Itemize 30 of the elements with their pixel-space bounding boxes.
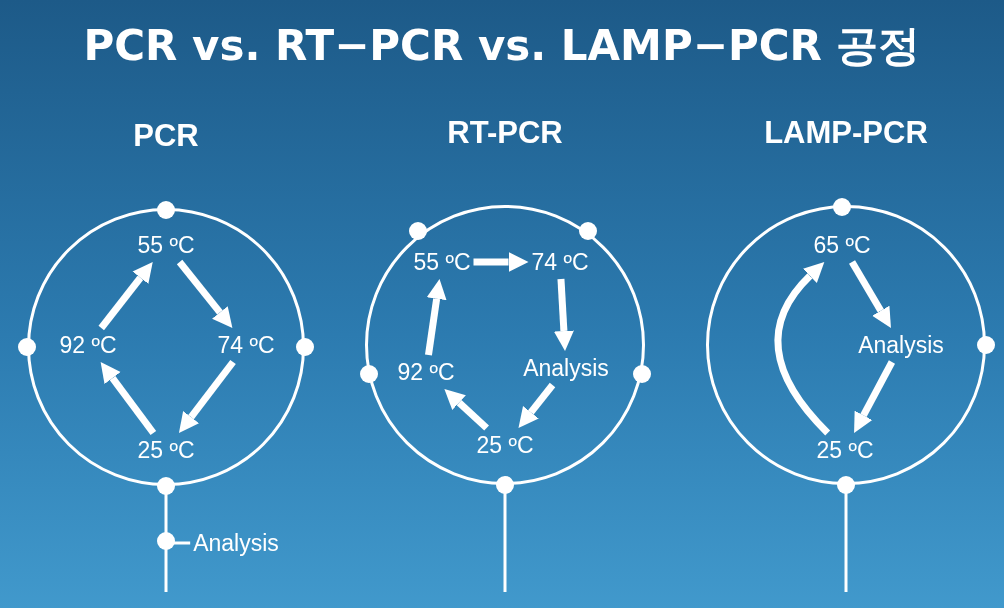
- arrow: [98, 262, 153, 331]
- step-label: 25 ºC: [816, 436, 874, 464]
- step-label: 92 ºC: [59, 331, 117, 359]
- step-label: 74 ºC: [531, 248, 589, 276]
- step-label: 25 ºC: [137, 436, 195, 464]
- arrow: [553, 278, 574, 351]
- arrow: [100, 362, 157, 436]
- step-label: Analysis: [858, 331, 944, 359]
- title: PCR vs. RT−PCR vs. LAMP−PCR 공정: [82, 20, 922, 72]
- step-label: 25 ºC: [476, 431, 534, 459]
- arrow: [444, 389, 489, 431]
- step-label: 65 ºC: [813, 231, 871, 259]
- cycle-heading: LAMP-PCR: [763, 115, 929, 151]
- arrow: [854, 360, 896, 433]
- cycle-heading: PCR: [132, 118, 200, 154]
- step-label: Analysis: [523, 354, 609, 382]
- arrow: [774, 261, 831, 436]
- step-label: 55 ºC: [137, 231, 195, 259]
- arrow: [178, 359, 236, 433]
- arrow: [176, 259, 233, 328]
- connector-line: [837, 476, 855, 592]
- cycle-heading: RT-PCR: [446, 115, 564, 151]
- step-label: Analysis: [193, 529, 279, 557]
- arrow: [425, 279, 447, 356]
- step-label: 92 ºC: [397, 358, 455, 386]
- arrow: [518, 382, 556, 428]
- step-label: 55 ºC: [413, 248, 471, 276]
- arrow: [849, 260, 891, 328]
- connector-line: [496, 476, 514, 592]
- step-label: 74 ºC: [217, 331, 275, 359]
